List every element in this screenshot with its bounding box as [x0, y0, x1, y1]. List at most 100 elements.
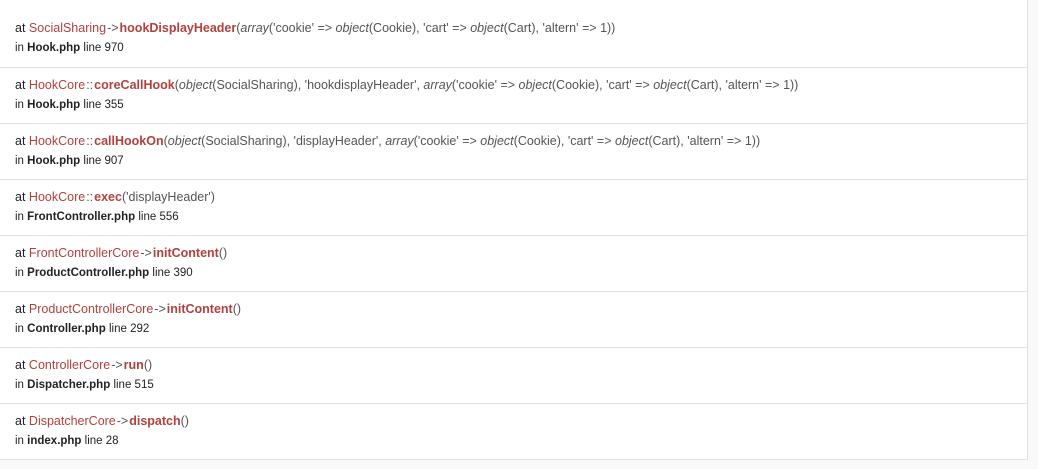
argument-text: (Cart), 'altern' => 1)) [686, 78, 799, 92]
line-number: 390 [173, 267, 193, 279]
argument-text: (SocialSharing), 'hookdisplayHeader', [212, 78, 424, 92]
in-label: in [15, 42, 24, 54]
call-arguments: () [219, 246, 227, 260]
file-name: Hook.php [27, 99, 81, 111]
stack-trace-item: at SocialSharing->hookDisplayHeader(arra… [0, 0, 1027, 67]
call-signature: at HookCore::coreCallHook(object(SocialS… [15, 77, 1027, 93]
argument-type: array [240, 21, 269, 35]
at-label: at [15, 358, 26, 372]
at-label: at [15, 246, 26, 260]
method-name: initContent [152, 246, 219, 260]
argument-text: (SocialSharing), 'displayHeader', [201, 134, 386, 148]
line-number: 515 [134, 379, 154, 391]
file-location: in Hook.php line 355 [15, 97, 1027, 113]
argument-text: (Cart), 'altern' => 1)) [503, 21, 616, 35]
file-location: in Hook.php line 907 [15, 153, 1027, 169]
call-type: -> [154, 302, 166, 316]
method-name: initContent [166, 302, 233, 316]
call-arguments: (array('cookie' => object(Cookie), 'cart… [236, 21, 615, 35]
in-label: in [15, 379, 24, 391]
line-label: line [108, 323, 127, 335]
argument-type: object [178, 78, 213, 92]
class-name: FrontControllerCore [28, 246, 140, 260]
line-number: 556 [159, 211, 179, 223]
call-signature: at ControllerCore->run() [15, 357, 1027, 373]
argument-text: () [218, 246, 228, 260]
file-location: in index.php line 28 [15, 433, 1027, 449]
file-location: in Hook.php line 970 [15, 40, 1027, 56]
line-number: 355 [104, 99, 124, 111]
method-name: exec [94, 190, 122, 204]
stack-trace-item: at HookCore::callHookOn(object(SocialSha… [0, 123, 1027, 179]
argument-type: array [385, 134, 414, 148]
in-label: in [15, 435, 24, 447]
file-name: Hook.php [27, 155, 81, 167]
in-label: in [15, 267, 24, 279]
argument-text: () [180, 414, 189, 428]
in-label: in [15, 155, 24, 167]
call-signature: at HookCore::exec('displayHeader') [15, 189, 1027, 205]
line-label: line [113, 379, 132, 391]
method-name: dispatch [129, 414, 181, 428]
argument-text: (Cookie), 'cart' => [368, 21, 471, 35]
argument-type: object [518, 78, 552, 92]
call-signature: at HookCore::callHookOn(object(SocialSha… [15, 133, 1027, 149]
argument-text: (Cookie), 'cart' => [513, 134, 615, 148]
argument-text: ('cookie' => [413, 134, 481, 148]
call-type: -> [140, 246, 152, 260]
argument-text: ( [174, 78, 179, 92]
line-label: line [152, 267, 171, 279]
call-type: :: [86, 134, 94, 148]
argument-text: () [232, 302, 242, 316]
argument-type: object [167, 134, 202, 148]
call-signature: at FrontControllerCore->initContent() [15, 245, 1027, 261]
line-number: 28 [105, 435, 119, 447]
argument-text: ( [236, 21, 241, 35]
file-location: in ProductController.php line 390 [15, 265, 1027, 281]
file-name: Hook.php [27, 42, 81, 54]
class-name: HookCore [28, 78, 86, 92]
argument-text: () [143, 358, 153, 372]
call-arguments: () [144, 358, 152, 372]
argument-type: object [470, 21, 504, 35]
file-location: in Controller.php line 292 [15, 321, 1027, 337]
stack-trace-item: at HookCore::exec('displayHeader') in Fr… [0, 179, 1027, 235]
method-name: hookDisplayHeader [119, 21, 237, 35]
call-type: :: [86, 190, 94, 204]
stack-trace-item: at FrontControllerCore->initContent() in… [0, 235, 1027, 291]
line-label: line [83, 155, 102, 167]
call-signature: at SocialSharing->hookDisplayHeader(arra… [15, 20, 1027, 36]
call-arguments: (object(SocialSharing), 'displayHeader',… [164, 134, 760, 148]
line-number: 970 [104, 42, 124, 54]
argument-text: ('displayHeader') [121, 190, 215, 204]
in-label: in [15, 323, 24, 335]
stack-trace-item: at DispatcherCore->dispatch() in index.p… [0, 403, 1027, 459]
at-label: at [15, 302, 26, 316]
file-name: ProductController.php [27, 267, 150, 279]
stack-trace-list: at SocialSharing->hookDisplayHeader(arra… [0, 0, 1028, 460]
line-label: line [84, 435, 103, 447]
line-label: line [83, 99, 102, 111]
file-location: in Dispatcher.php line 515 [15, 377, 1027, 393]
at-label: at [15, 21, 26, 35]
call-arguments: (object(SocialSharing), 'hookdisplayHead… [175, 78, 799, 92]
argument-text: (Cart), 'altern' => 1)) [648, 134, 761, 148]
call-type: -> [111, 358, 123, 372]
argument-text: ( [163, 134, 168, 148]
method-name: run [123, 358, 144, 372]
method-name: callHookOn [94, 134, 164, 148]
method-name: coreCallHook [94, 78, 175, 92]
class-name: HookCore [28, 190, 86, 204]
file-name: index.php [27, 435, 82, 447]
call-type: -> [107, 21, 119, 35]
class-name: ProductControllerCore [28, 302, 154, 316]
argument-text: (Cookie), 'cart' => [551, 78, 654, 92]
file-location: in FrontController.php line 556 [15, 209, 1027, 225]
argument-text: ('cookie' => [268, 21, 336, 35]
stack-trace-item: at ControllerCore->run() in Dispatcher.p… [0, 347, 1027, 403]
class-name: SocialSharing [28, 21, 107, 35]
argument-type: array [423, 78, 452, 92]
file-name: Controller.php [27, 323, 106, 335]
at-label: at [15, 190, 26, 204]
class-name: ControllerCore [28, 358, 111, 372]
